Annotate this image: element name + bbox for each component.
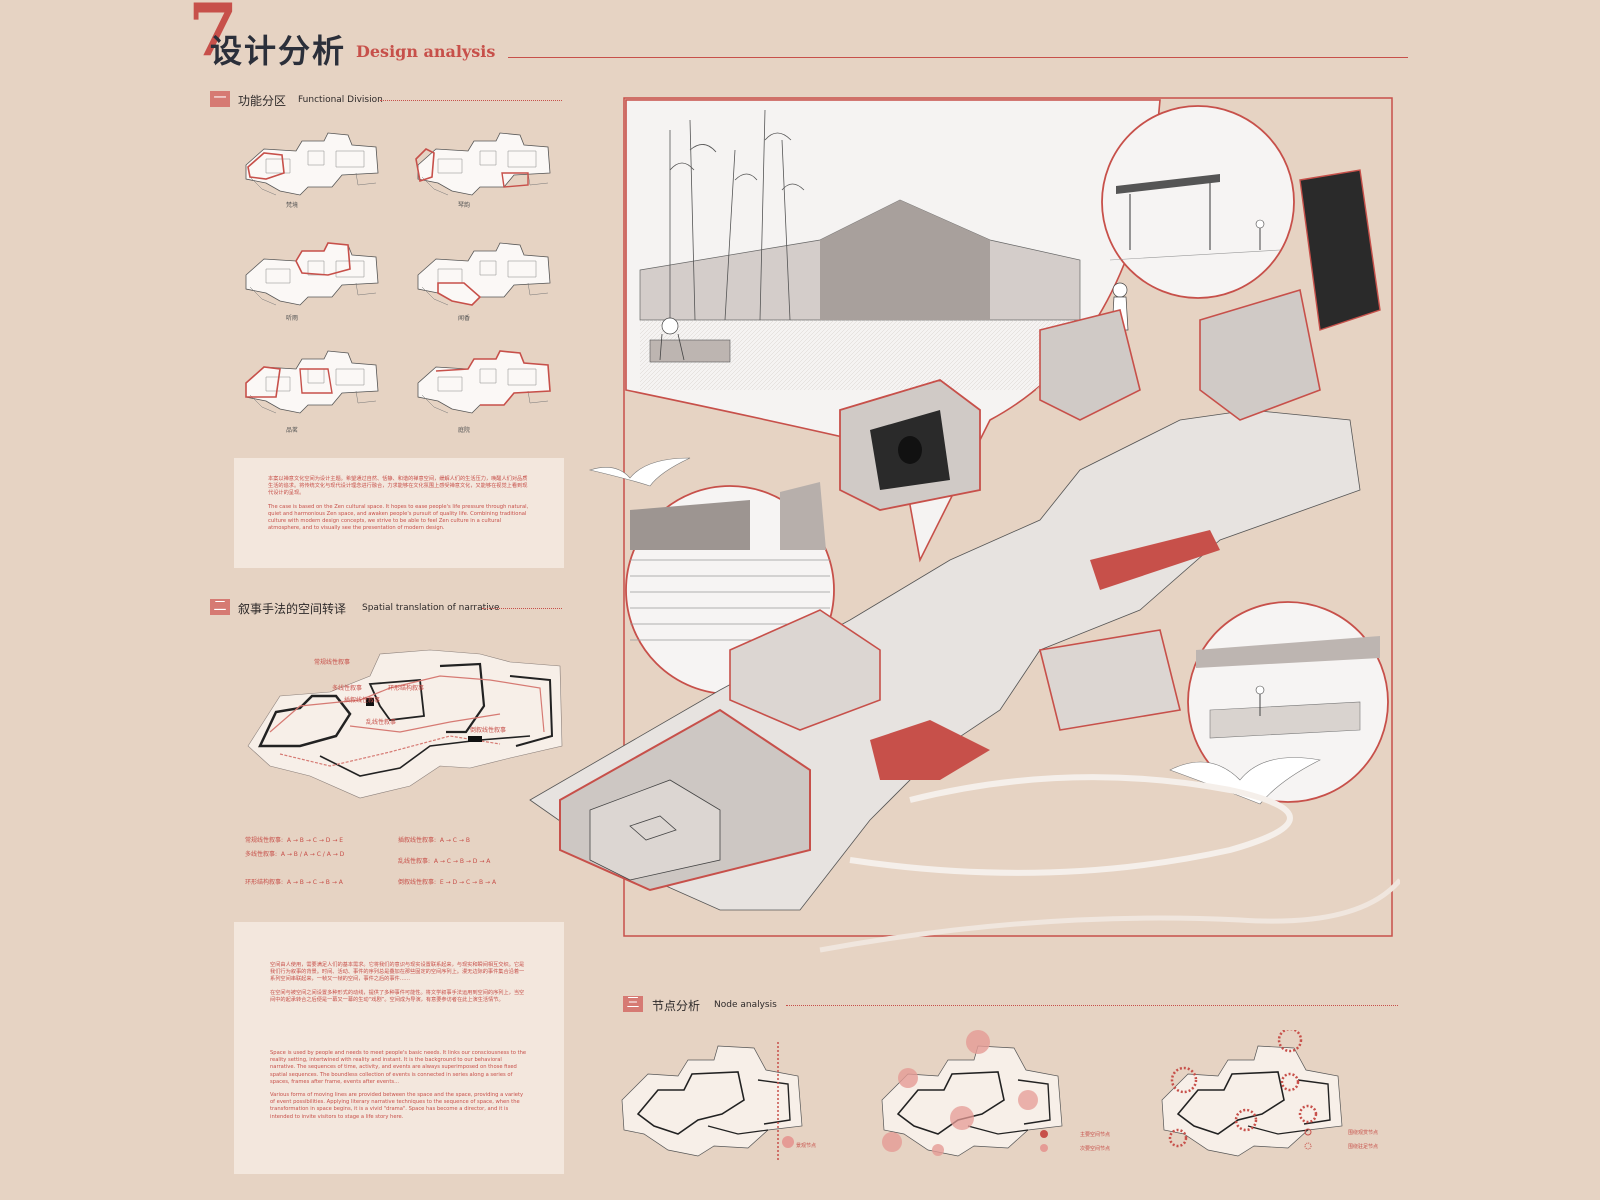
zone-caption-2: 琴韵: [457, 202, 470, 209]
plan-label-5: 乱线性叙事: [366, 718, 396, 726]
zone-caption-5: 品茗: [285, 427, 298, 434]
legend-sequence: E → D → C → B → A: [439, 879, 497, 886]
section-title-node: 节点分析: [652, 999, 701, 1013]
section-subtitle-narrative: Spatial translation of narrative: [362, 603, 500, 613]
node-legend-secondary: 次要空间节点: [1080, 1146, 1111, 1152]
section-divider: [786, 1005, 1398, 1006]
section-badge-1: 一: [210, 91, 230, 107]
zone-plan-6: [417, 350, 551, 414]
vignette-pavilion: [1101, 105, 1295, 299]
zone-caption-3: 听雨: [285, 315, 298, 322]
legend-label: 插叙线性叙事:: [398, 837, 437, 844]
section-divider: [380, 100, 562, 101]
narrative-legend-4: 插叙线性叙事: A → C → B: [398, 835, 470, 844]
axonometric-building: [529, 169, 1381, 911]
description-card-1: 本案以禅意文化空间为设计主题。希望通过自然、恬静、和谐的禅意空间，缓解人们的生活…: [234, 458, 564, 568]
narrative-en-2: Various forms of moving lines are provid…: [270, 1092, 524, 1120]
zone-plan-1: [245, 132, 379, 196]
narrative-legend-5: 乱线性叙事: A → C → B → D → A: [398, 856, 490, 865]
node-legend-landscape: 景观节点: [796, 1143, 817, 1149]
description-card-2: 空间由人使用，需要满足人们的基本需求。它将我们的意识与现实设置联系起来，与现实和…: [234, 922, 564, 1174]
narrative-cn-1: 空间由人使用，需要满足人们的基本需求。它将我们的意识与现实设置联系起来，与现实和…: [270, 962, 525, 983]
description-en: The case is based on the Zen cultural sp…: [268, 503, 529, 532]
narrative-en-1: Space is used by people and needs to mee…: [270, 1050, 527, 1085]
section-subtitle-node: Node analysis: [714, 1000, 777, 1010]
functional-zone-diagrams: [245, 132, 551, 414]
plan-label-4: 插叙线性叙事: [344, 696, 380, 704]
zone-plan-4: [417, 242, 551, 306]
page-title: 设计分析: [210, 32, 347, 70]
plan-label-1: 常规线性叙事: [314, 658, 350, 666]
narrative-legend-6: 倒叙线性叙事: E → D → C → B → A: [398, 877, 496, 886]
illustration-frame: [623, 97, 1393, 937]
zone-caption-1: 梵境: [285, 202, 298, 209]
node-legend-view: 围绕观赏节点: [1348, 1130, 1379, 1136]
section-divider: [482, 608, 562, 609]
legend-label: 多线性叙事:: [245, 851, 278, 858]
narrative-legend-3: 环形结构叙事: A → B → C → B → A: [245, 877, 343, 886]
section-title-narrative: 叙事手法的空间转译: [238, 602, 347, 616]
section-title-functional: 功能分区: [238, 94, 287, 108]
narrative-legend-1: 常规线性叙事: A → B → C → D → E: [245, 835, 343, 844]
node-diagram-spatial: [881, 1030, 1063, 1157]
narrative-legend-2: 多线性叙事: A → B / A → C / A → D: [245, 849, 344, 858]
node-diagram-viewing: [1161, 1030, 1343, 1157]
zone-caption-4: 闻香: [457, 315, 470, 322]
plan-label-3: 环形结构叙事: [388, 684, 424, 692]
zone-plan-2: [415, 132, 551, 196]
page-title-en: Design analysis: [356, 42, 496, 61]
title-rule: [508, 57, 1408, 58]
plan-label-6: 倒叙线性叙事: [470, 726, 506, 734]
node-legend-primary: 主要空间节点: [1080, 1132, 1111, 1138]
section-subtitle-functional: Functional Division: [298, 95, 383, 105]
legend-label: 乱线性叙事:: [398, 858, 431, 865]
bird-left: [588, 457, 691, 487]
legend-sequence: A → C → B → D → A: [433, 858, 491, 865]
narrative-plan-diagram: 常规线性叙事 多线性叙事 环形结构叙事 插叙线性叙事 乱线性叙事 倒叙线性叙事: [247, 649, 563, 799]
section-badge-2: 二: [210, 599, 230, 615]
legend-sequence: A → B → C → B → A: [286, 879, 343, 886]
node-diagram-landscape: [621, 1042, 803, 1160]
zone-plan-5: [245, 350, 379, 414]
section-number: 7: [188, 0, 239, 72]
zone-plan-3: [245, 242, 379, 306]
node-analysis-diagrams: [621, 1030, 1343, 1160]
zone-caption-6: 庭院: [457, 427, 470, 434]
legend-label: 环形结构叙事:: [245, 879, 284, 886]
plan-label-2: 多线性叙事: [332, 684, 362, 692]
legend-sequence: A → C → B: [439, 837, 470, 844]
axonometric-illustration: [529, 97, 1400, 953]
section-badge-3: 三: [623, 996, 643, 1012]
bird-right: [1169, 757, 1321, 805]
description-cn: 本案以禅意文化空间为设计主题。希望通过自然、恬静、和谐的禅意空间，缓解人们的生活…: [268, 476, 528, 497]
legend-label: 倒叙线性叙事:: [398, 879, 437, 886]
node-legend-pause: 围绕驻足节点: [1348, 1144, 1379, 1150]
narrative-cn-2: 在空间与被空间之间设置多种形式的动线，提供了多种事件可能性。将文学叙事手法运用到…: [270, 989, 525, 1003]
legend-label: 常规线性叙事:: [245, 837, 284, 844]
legend-sequence: A → B → C → D → E: [286, 837, 344, 844]
legend-sequence: A → B / A → C / A → D: [280, 851, 345, 858]
mist-swirl: [849, 774, 1293, 876]
